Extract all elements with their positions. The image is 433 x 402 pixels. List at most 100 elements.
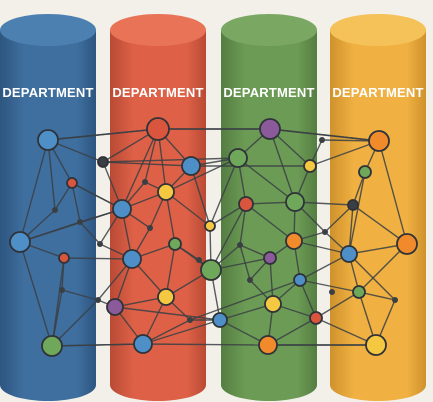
department-label: DEPARTMENT xyxy=(223,85,314,100)
department-column-2: DEPARTMENT xyxy=(110,14,206,401)
network-node-dark xyxy=(97,241,103,247)
network-node-yellow xyxy=(157,288,175,306)
network-edge xyxy=(142,319,221,345)
network-node-dark xyxy=(247,277,253,283)
network-node-yellow xyxy=(264,295,282,313)
network-node-dark xyxy=(147,225,153,231)
network-node-yellow xyxy=(365,334,387,356)
network-edge xyxy=(71,182,81,223)
network-node-green xyxy=(358,165,372,179)
network-node-yellow xyxy=(303,159,317,173)
network-node-blue xyxy=(181,156,201,176)
network-edge xyxy=(209,157,239,227)
network-node-green xyxy=(168,237,182,251)
network-edge xyxy=(61,289,99,301)
column-top xyxy=(110,14,206,46)
network-edge xyxy=(299,253,350,281)
network-node-purple xyxy=(259,118,281,140)
network-node-orange xyxy=(258,335,278,355)
network-node-dark xyxy=(392,297,398,303)
network-node-red xyxy=(146,117,170,141)
network-edge xyxy=(165,157,239,193)
network-edge xyxy=(309,140,380,167)
network-edge xyxy=(165,243,176,298)
network-edge xyxy=(348,253,396,301)
network-node-dark xyxy=(95,297,101,303)
network-node-green xyxy=(41,335,63,357)
network-node-orange xyxy=(285,232,303,250)
network-edge xyxy=(63,257,133,260)
column-top xyxy=(330,14,426,46)
network-node-red xyxy=(238,196,254,212)
network-edge xyxy=(293,240,350,255)
department-label: DEPARTMENT xyxy=(332,85,423,100)
network-node-green xyxy=(285,192,305,212)
network-edge xyxy=(19,208,123,243)
network-node-yellow xyxy=(157,183,175,201)
network-node-dark xyxy=(59,287,65,293)
network-node-dark xyxy=(77,219,83,225)
column-body xyxy=(330,30,426,401)
network-edge xyxy=(19,139,49,243)
network-edge xyxy=(358,243,408,293)
department-label: DEPARTMENT xyxy=(2,85,93,100)
network-node-dark xyxy=(187,317,193,323)
network-node-orange xyxy=(396,233,418,255)
network-edge xyxy=(315,317,377,346)
department-column-4: DEPARTMENT xyxy=(330,14,426,401)
network-node-dark xyxy=(142,179,148,185)
network-node-blue xyxy=(37,129,59,151)
network-edge xyxy=(210,203,247,271)
network-node-dark xyxy=(347,199,359,211)
network-edge xyxy=(299,279,360,293)
network-edge xyxy=(79,221,101,245)
network-node-blue xyxy=(133,334,153,354)
network-edge xyxy=(315,291,360,319)
network-edge xyxy=(219,303,274,321)
network-edge xyxy=(121,128,159,210)
network-node-red xyxy=(66,177,78,189)
network-node-purple xyxy=(263,251,277,265)
network-node-orange xyxy=(368,130,390,152)
network-edge xyxy=(269,128,380,142)
column-top xyxy=(221,14,317,46)
network-node-blue xyxy=(340,245,358,263)
column-top xyxy=(0,14,96,46)
network-node-blue xyxy=(212,312,228,328)
network-node-red xyxy=(309,311,323,325)
network-node-dark xyxy=(322,229,328,235)
network-node-dark xyxy=(237,242,243,248)
network-edge xyxy=(239,244,251,281)
network-edge xyxy=(19,241,53,347)
network-node-blue xyxy=(122,249,142,269)
network-edge xyxy=(114,306,221,321)
network-edge xyxy=(378,140,408,245)
network-node-dark xyxy=(97,156,109,168)
network-node-yellow xyxy=(204,220,216,232)
network-node-green xyxy=(228,148,248,168)
department-label: DEPARTMENT xyxy=(112,85,203,100)
network-node-green xyxy=(352,285,366,299)
network-nodes xyxy=(9,117,418,357)
network-node-blue xyxy=(293,273,307,287)
network-edge xyxy=(142,343,269,346)
network-edge xyxy=(47,139,56,211)
network-node-green xyxy=(200,259,222,281)
network-node-dark xyxy=(196,257,202,263)
department-column-3: DEPARTMENT xyxy=(221,14,317,401)
column-body xyxy=(110,30,206,401)
network-edge xyxy=(102,161,192,167)
network-edge xyxy=(245,203,295,242)
column-body xyxy=(221,30,317,401)
network-node-red xyxy=(58,252,70,264)
department-columns: DEPARTMENT DEPARTMENT DEPARTMENT DEPARTMENT xyxy=(0,14,426,401)
network-node-blue xyxy=(112,199,132,219)
network-edge xyxy=(165,191,211,227)
network-node-purple xyxy=(106,298,124,316)
network-edge xyxy=(190,165,211,227)
network-node-dark xyxy=(319,137,325,143)
network-edge xyxy=(189,279,301,321)
network-node-dark xyxy=(329,289,335,295)
